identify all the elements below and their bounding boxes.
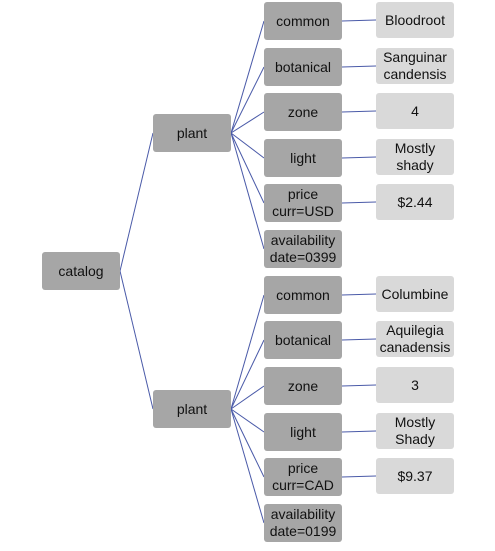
node-label: availability date=0199	[269, 506, 337, 539]
node-label: price curr=USD	[272, 186, 334, 219]
node-value: Aquilegia canadensis	[379, 322, 451, 355]
value-node: Mostly Shady	[376, 413, 454, 449]
node-label: plant	[176, 400, 208, 417]
edge-catalog-plant	[119, 270, 154, 410]
edge-plant-key	[230, 408, 265, 478]
node-value: 3	[411, 376, 419, 393]
key-node-common: common	[264, 276, 342, 314]
edge-key-value	[341, 110, 377, 113]
node-label: availability date=0399	[269, 232, 337, 265]
node-label: price curr=CAD	[272, 460, 334, 493]
key-node-light: light	[264, 139, 342, 177]
key-node-availability: availability date=0199	[264, 504, 342, 542]
key-node-price: price curr=USD	[264, 184, 342, 222]
edge-plant-key	[230, 339, 265, 410]
node-value: Mostly Shady	[394, 414, 436, 447]
edge-key-value	[341, 201, 377, 204]
value-node: $2.44	[376, 184, 454, 220]
key-node-common: common	[264, 2, 342, 40]
edge-catalog-plant	[119, 132, 154, 272]
edge-key-value	[341, 293, 377, 296]
key-node-botanical: botanical	[264, 321, 342, 359]
root-node-catalog: catalog	[42, 252, 120, 290]
edge-plant-key	[230, 385, 265, 410]
edge-key-value	[341, 475, 377, 478]
node-value: Mostly shady	[394, 140, 436, 173]
key-node-light: light	[264, 413, 342, 451]
edge-key-value	[341, 384, 377, 387]
edge-plant-key	[230, 132, 265, 159]
node-value: $2.44	[397, 193, 433, 210]
value-node: Aquilegia canadensis	[376, 321, 454, 357]
node-label: common	[276, 286, 330, 303]
node-label: light	[290, 149, 316, 166]
node-value: 4	[411, 102, 419, 119]
node-label: botanical	[274, 58, 332, 75]
value-node: Mostly shady	[376, 139, 454, 175]
value-node: Bloodroot	[376, 2, 454, 38]
edge-plant-key	[230, 408, 265, 524]
edge-plant-key	[230, 408, 265, 433]
node-label: plant	[176, 124, 208, 141]
edge-key-value	[341, 338, 377, 341]
key-node-price: price curr=CAD	[264, 458, 342, 496]
edge-key-value	[341, 156, 377, 159]
value-node: Sanguinar candensis	[376, 48, 454, 84]
key-node-zone: zone	[264, 367, 342, 405]
edge-plant-key	[230, 111, 265, 134]
key-node-zone: zone	[264, 93, 342, 131]
key-node-botanical: botanical	[264, 48, 342, 86]
edge-plant-key	[230, 132, 265, 204]
plant-node: plant	[153, 114, 231, 152]
node-label: catalog	[58, 262, 104, 279]
node-label: zone	[287, 377, 319, 394]
value-node: $9.37	[376, 458, 454, 494]
key-node-availability: availability date=0399	[264, 230, 342, 268]
edge-key-value	[341, 65, 377, 68]
edge-plant-key	[230, 20, 265, 134]
node-label: zone	[287, 103, 319, 120]
node-value: $9.37	[397, 467, 433, 484]
node-value: Bloodroot	[385, 11, 445, 28]
edge-plant-key	[230, 132, 265, 250]
edge-plant-key	[230, 294, 265, 410]
plant-node: plant	[153, 390, 231, 428]
edge-key-value	[341, 430, 377, 433]
value-node: Columbine	[376, 276, 454, 312]
node-value: Columbine	[381, 285, 449, 302]
node-label: botanical	[274, 331, 332, 348]
edge-plant-key	[230, 66, 265, 134]
node-label: common	[276, 12, 330, 29]
node-value: Sanguinar candensis	[383, 49, 447, 82]
edge-key-value	[341, 19, 377, 22]
value-node: 3	[376, 367, 454, 403]
node-label: light	[290, 423, 316, 440]
value-node: 4	[376, 93, 454, 129]
